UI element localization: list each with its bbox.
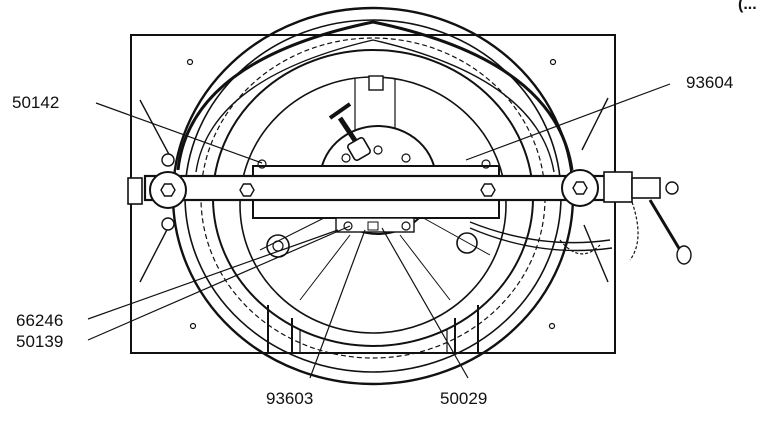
leader-50029 [381, 227, 469, 379]
corner-mark: (... [738, 0, 757, 13]
hub-bolt [401, 153, 411, 163]
hex-nut [572, 181, 588, 195]
hex-nut [239, 183, 255, 197]
leader-93604 [465, 83, 671, 161]
mount-hole [548, 322, 556, 330]
right-valve-assembly [469, 171, 692, 265]
leader-50142 [95, 102, 263, 164]
cover-arch [176, 20, 574, 171]
leader-lines [87, 83, 671, 379]
callout-50142: 50142 [12, 93, 59, 112]
callout-50029: 50029 [440, 389, 487, 408]
t-handle [328, 102, 371, 161]
mount-hole [186, 58, 194, 66]
clamp-bar [143, 174, 609, 202]
drum-face [239, 75, 507, 334]
hub-bolt [341, 153, 351, 163]
hex-nut [160, 183, 176, 197]
mount-hole [549, 58, 557, 66]
leader-50139 [87, 225, 351, 341]
callout-66246: 66246 [16, 311, 63, 330]
hub-bolt [373, 145, 383, 155]
leader-66246 [87, 229, 339, 320]
mount-hole [189, 322, 197, 330]
lower-clamp [335, 217, 415, 233]
crossbar [143, 159, 609, 219]
leader-93603 [309, 229, 366, 379]
callout-93604: 93604 [686, 73, 733, 92]
hex-nut [480, 183, 496, 197]
callout-50139: 50139 [16, 332, 63, 351]
left-hinge [127, 153, 175, 231]
callout-93603: 93603 [266, 389, 313, 408]
drum-boss [456, 232, 478, 254]
